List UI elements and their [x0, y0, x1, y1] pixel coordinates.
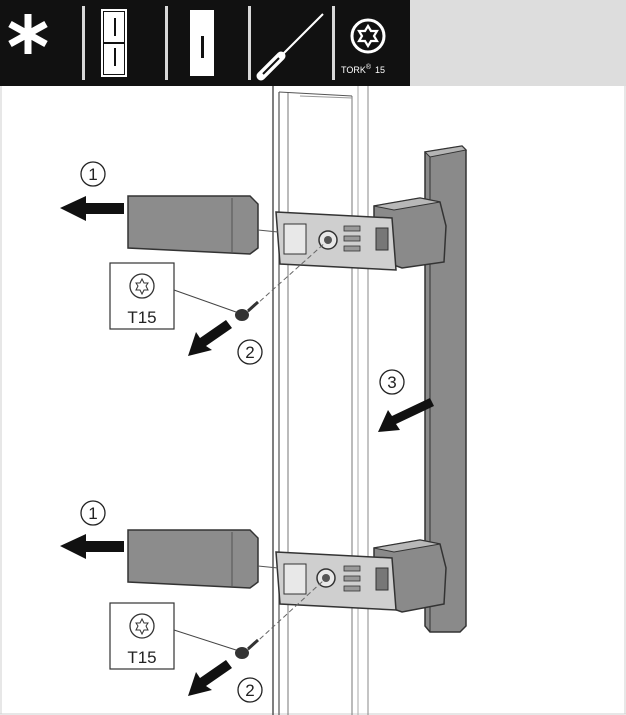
step-2-marker: 2	[237, 677, 263, 703]
lower-cover-cap	[127, 529, 279, 589]
step-1-marker: 1	[80, 500, 106, 526]
arrow-left-icon	[60, 534, 124, 559]
header-divider	[82, 6, 85, 80]
svg-text:T15: T15	[127, 648, 156, 667]
door-icon	[190, 10, 214, 76]
door-edge	[272, 86, 369, 715]
arrow-down-left-icon	[188, 320, 232, 356]
tool-header-bar: TORK®15	[0, 0, 626, 86]
arrow-down-left-icon	[188, 660, 232, 696]
header-divider	[165, 6, 168, 80]
upper-mounting-plate	[275, 211, 397, 271]
torx-bit-icon: TORK®15	[341, 18, 386, 75]
upper-screw	[235, 241, 327, 321]
torx-label: TORK®15	[341, 63, 385, 75]
torx-t15-callout: T15	[109, 602, 237, 670]
svg-text:2: 2	[245, 681, 254, 700]
svg-text:1: 1	[88, 165, 97, 184]
svg-text:1: 1	[88, 504, 97, 523]
step-3-marker: 3	[379, 369, 405, 395]
tool-cell-torx: TORK®15	[335, 0, 410, 86]
upper-cover-cap	[127, 195, 279, 255]
tool-cell-asterisk	[0, 0, 82, 86]
asterisk-icon	[8, 14, 48, 54]
svg-text:3: 3	[387, 373, 396, 392]
svg-text:2: 2	[245, 343, 254, 362]
tool-cell-fridge	[85, 0, 165, 86]
lower-mounting-plate	[275, 551, 397, 611]
arrow-left-icon	[60, 196, 124, 221]
fridge-freezer-icon	[101, 9, 127, 77]
step-2-marker: 2	[237, 339, 263, 365]
torx-t15-callout: T15	[109, 262, 237, 330]
header-divider	[332, 6, 335, 80]
tool-header-empty-area	[410, 0, 626, 86]
svg-text:T15: T15	[127, 308, 156, 327]
lower-screw	[235, 579, 325, 659]
arrow-down-left-icon	[378, 398, 434, 432]
header-divider	[248, 6, 251, 80]
screwdriver-icon	[256, 13, 324, 81]
step-1-marker: 1	[80, 161, 106, 187]
tool-cell-screwdriver	[251, 0, 332, 86]
tool-cell-door	[168, 0, 248, 86]
